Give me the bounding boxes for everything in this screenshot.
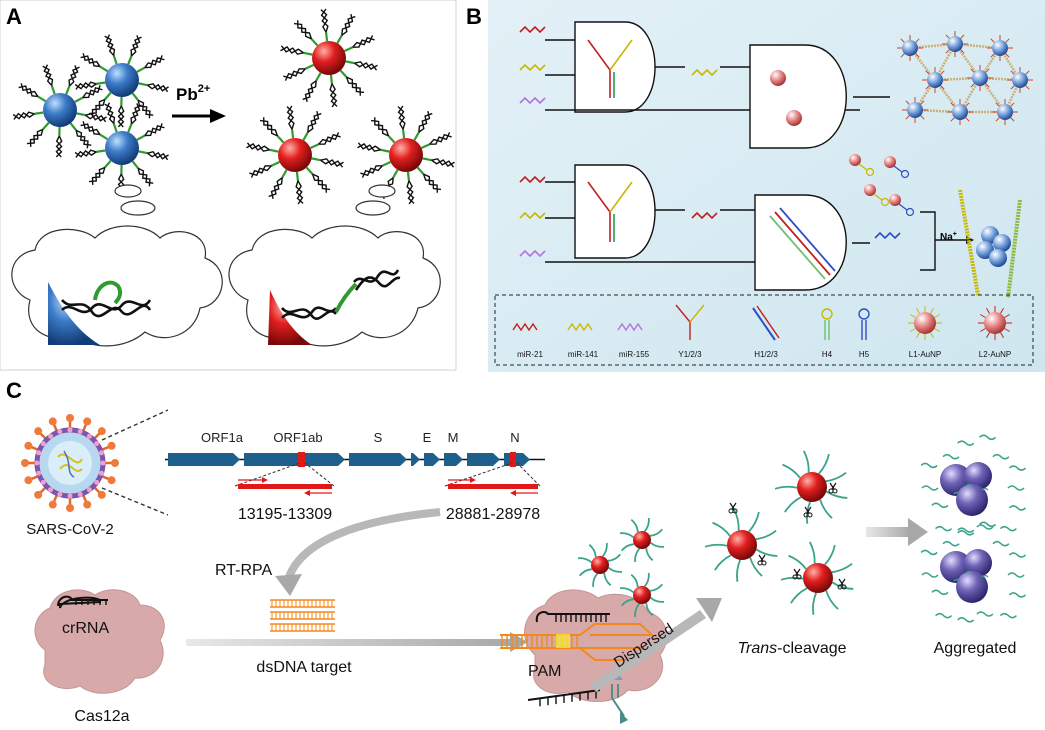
panel-label-a: A [6, 4, 22, 29]
virus-icon [21, 414, 119, 512]
thought-bubble-left [11, 184, 223, 347]
panel-label-c: C [6, 378, 22, 403]
aggregated-nanoparticles [920, 434, 1026, 623]
red-nanoparticle [577, 542, 623, 588]
thought-bubble-right [228, 184, 441, 347]
red-nanoparticle [280, 8, 378, 108]
aggregated-blue-cluster [958, 189, 1022, 299]
blue-nanoparticle [74, 34, 169, 128]
gene-label: M [448, 430, 459, 445]
legend-label: H4 [822, 350, 833, 359]
panel-label-b: B [466, 4, 482, 29]
input-wires-bottom [545, 181, 755, 263]
virus-label: SARS-CoV-2 [26, 521, 114, 538]
legend-label: miR-21 [517, 350, 543, 359]
legend-label: H5 [859, 350, 870, 359]
cas12a-dna-complex [500, 589, 668, 724]
legend-label: miR-141 [568, 350, 599, 359]
sodium-bracket [920, 211, 968, 271]
pink-nanoparticle [786, 110, 802, 126]
reaction-arrowhead [210, 109, 226, 123]
gene-label: ORF1a [201, 430, 244, 445]
red-nanoparticle [780, 541, 854, 615]
mirna-strands [519, 25, 901, 258]
trans-cleavage-nanoparticles [704, 450, 854, 615]
legend-label: L1-AuNP [909, 350, 941, 359]
y-structure-bottom [587, 181, 633, 242]
rt-rpa-arrow [284, 508, 441, 582]
red-nanoparticle [619, 517, 665, 563]
logic-gate-bottom-left [574, 164, 656, 259]
legend-label: miR-155 [619, 350, 650, 359]
pam-label: PAM [528, 663, 561, 680]
blue-nanoparticle [74, 102, 169, 196]
hairpin-probes [849, 154, 915, 217]
red-nanoparticle [704, 502, 778, 582]
legend-label: Y1/2/3 [678, 350, 702, 359]
sodium-label: Na+ [940, 231, 957, 243]
dsdna-target-icon [270, 599, 335, 632]
rt-rpa-arrowhead [275, 574, 302, 596]
logic-gate-top-right [749, 44, 847, 149]
nanoparticle-network [897, 31, 1033, 125]
amplicon-1 [234, 462, 335, 496]
genome-map [165, 452, 545, 467]
red-nanoparticle [619, 572, 665, 618]
blue-nanoparticle-cluster [12, 34, 169, 196]
panel-a-frame [0, 0, 457, 371]
lead-ion-label: Pb2+ [176, 83, 210, 104]
red-nanoparticle [246, 105, 344, 205]
amplicon-2 [444, 462, 541, 496]
y-structure-top [587, 39, 633, 98]
gene-labels: ORF1a ORF1ab S E M N [201, 430, 520, 445]
region-1-label: 13195-13309 [238, 506, 332, 523]
legend-label: L2-AuNP [979, 350, 1011, 359]
dsdna-label: dsDNA target [256, 659, 352, 676]
legend-l1-nanoparticle [908, 306, 942, 340]
crrna-label: crRNA [62, 620, 109, 637]
gene-label: E [423, 430, 432, 445]
legend-label: H1/2/3 [754, 350, 778, 359]
dispersed-arrow [590, 598, 722, 692]
aggregated-label: Aggregated [934, 640, 1017, 657]
red-nanoparticle [357, 105, 455, 205]
aggregation-arrow [866, 527, 910, 537]
pink-nanoparticle [770, 70, 786, 86]
h-duplex [769, 207, 836, 280]
blue-surface-dna [48, 280, 152, 345]
gene-label: S [374, 430, 383, 445]
region-2-label: 28881-28978 [446, 506, 540, 523]
cas12a-protein [34, 589, 165, 694]
logic-gate-top-left [574, 21, 656, 113]
gene-label: ORF1ab [273, 430, 322, 445]
red-nanoparticle-group [246, 8, 455, 205]
gene-label: N [510, 430, 519, 445]
aggregation-arrowhead [908, 518, 928, 546]
rt-rpa-label: RT-RPA [215, 562, 273, 579]
legend-l2-nanoparticle [978, 306, 1012, 340]
red-nanoparticle [774, 450, 848, 524]
dispersed-nanoparticles [577, 517, 665, 618]
blue-nanoparticle [12, 64, 107, 158]
legend-icons [512, 304, 870, 341]
legend-labels: miR-21 miR-141 miR-155 Y1/2/3 H1/2/3 H4 … [517, 350, 1011, 359]
trans-cleavage-label: Trans-cleavage [737, 640, 846, 657]
panel-b-legend-box [494, 294, 1034, 366]
dsdna-arrow [186, 639, 512, 646]
red-surface-dna [268, 269, 401, 345]
cas12a-label: Cas12a [74, 708, 129, 725]
